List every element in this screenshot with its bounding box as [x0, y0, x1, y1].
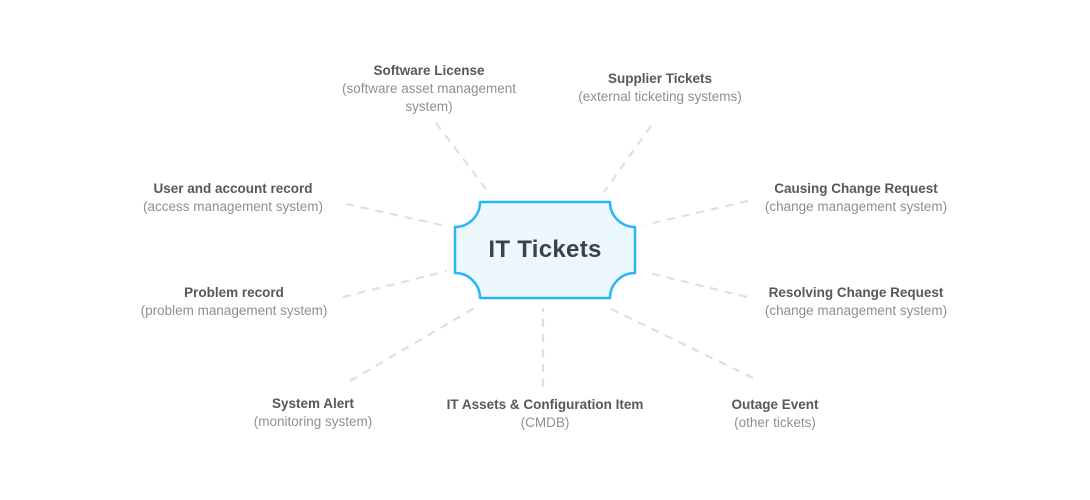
node-title: IT Assets & Configuration Item: [446, 397, 644, 412]
node-subtitle: (change management system): [764, 303, 948, 318]
node-subtitle: (CMDB): [520, 415, 570, 430]
node-title: Problem record: [184, 285, 284, 300]
node-title: Outage Event: [731, 397, 819, 412]
node-supplier-tickets: Supplier Tickets (external ticketing sys…: [555, 70, 765, 106]
connector-user-account-record: [345, 202, 447, 228]
node-causing-change-request: Causing Change Request (change managemen…: [741, 180, 971, 216]
connector-supplier-tickets: [603, 125, 652, 193]
node-subtitle: (monitoring system): [253, 414, 373, 429]
node-outage-event: Outage Event (other tickets): [675, 396, 875, 432]
node-subtitle: (change management system): [764, 199, 948, 214]
node-title: System Alert: [271, 396, 355, 411]
node-user-account-record: User and account record (access manageme…: [118, 180, 348, 216]
node-title: Causing Change Request: [774, 181, 938, 196]
node-subtitle: (access management system): [142, 199, 324, 214]
node-title: Software License: [373, 63, 485, 78]
node-software-license: Software License (software asset managem…: [329, 62, 529, 116]
node-problem-record: Problem record (problem management syste…: [119, 284, 349, 320]
node-subtitle: (software asset management system): [341, 81, 517, 114]
node-resolving-change-request: Resolving Change Request (change managem…: [741, 284, 971, 320]
node-title: User and account record: [153, 181, 313, 196]
center-node-it-tickets: IT Tickets: [488, 236, 602, 263]
connector-software-license: [435, 122, 490, 194]
node-subtitle: (problem management system): [140, 303, 328, 318]
ticket-shape: [453, 200, 637, 300]
connector-problem-record: [342, 269, 448, 299]
node-title: Resolving Change Request: [768, 285, 944, 300]
connector-system-alert: [349, 305, 479, 382]
connector-causing-change-request: [644, 199, 749, 227]
connector-resolving-change-request: [644, 270, 748, 299]
node-title: Supplier Tickets: [607, 71, 713, 86]
connector-outage-event: [606, 306, 754, 379]
node-it-assets-cmdb: IT Assets & Configuration Item (CMDB): [445, 396, 645, 432]
node-subtitle: (external ticketing systems): [578, 89, 742, 104]
node-system-alert: System Alert (monitoring system): [213, 395, 413, 431]
node-subtitle: (other tickets): [734, 415, 816, 430]
